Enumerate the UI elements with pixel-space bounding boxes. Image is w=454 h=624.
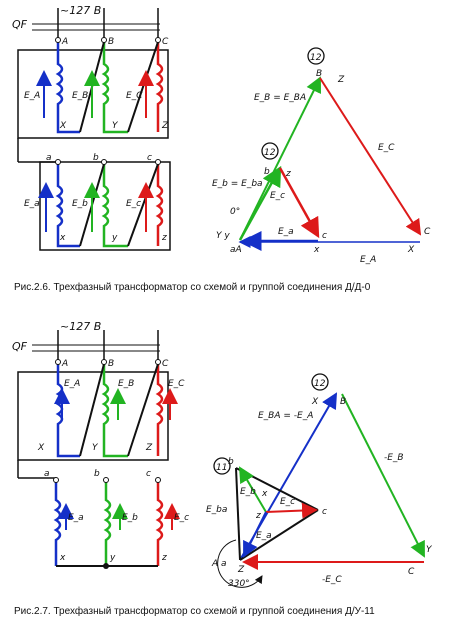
fig27-emf-a: E_a (68, 513, 84, 523)
fig26-term-b: b (93, 153, 99, 163)
fig26-pt-B: B (316, 69, 322, 79)
fig27-pt-X: X (311, 397, 319, 407)
fig26-pt-x: x (313, 245, 320, 255)
fig27-pt-Z: Z (237, 565, 245, 575)
fig27-vec-eba-lv: E_ba (206, 505, 227, 515)
fig26-coil-c (155, 42, 164, 132)
fig26-vec-eb-lv: E_b = E_ba (212, 179, 263, 189)
fig27-coil-b-lv (103, 480, 112, 566)
fig26-term-x: x (59, 233, 66, 243)
fig26-pt-Aa: aA (230, 245, 242, 255)
fig27-vec-ec-lv: E_c (280, 497, 295, 507)
fig26-coil-a-lv (55, 164, 80, 248)
fig27-term-Y: Y (92, 443, 99, 453)
fig27-emf-B: E_B (118, 379, 134, 389)
fig27-pt-x: x (261, 489, 268, 499)
fig26-term-c: c (147, 153, 152, 163)
fig26-breaker-label: QF (12, 18, 28, 31)
fig26-coil-a (55, 42, 80, 134)
fig27-coil-c (155, 364, 164, 456)
fig26-term-z: z (161, 233, 167, 243)
fig26-term-C: C (162, 37, 169, 47)
fig26-emf-B: E_B (72, 91, 88, 101)
fig27-caption: Рис.2.7. Трехфазный трансформатор со схе… (14, 605, 375, 617)
fig26-caption: Рис.2.6. Трехфазный трансформатор со схе… (14, 281, 371, 293)
fig26-emf-A: E_A (24, 91, 40, 101)
fig27-vec-eba: E_BA = -E_A (258, 411, 313, 421)
fig26-vec-ea: E_A (360, 255, 376, 265)
fig27-phasor: 12 11 330° E_BA = -E_A -E_B -E_C E_ba E_… (206, 373, 433, 589)
fig27-term-z: z (161, 553, 167, 563)
fig26-vec-ea-lv: E_a (278, 227, 294, 237)
fig26-angle: 0° (230, 207, 240, 217)
fig27-pt-c: c (322, 507, 327, 517)
fig27-pt-b: b (228, 457, 234, 467)
fig27-coil-b (101, 364, 128, 458)
fig26-pt-X: X (407, 245, 415, 255)
fig27-breaker-label: QF (12, 340, 28, 353)
fig26-term-Y: Y (112, 121, 119, 131)
fig26-term-Z: Z (161, 121, 169, 131)
fig27-term-x: x (59, 553, 66, 563)
fig27-emf-A: E_A (64, 379, 80, 389)
fig26-circuit: QF ~127 B A B C X Y Z E_A E_B E_C (12, 4, 171, 251)
fig27-angle: 330° (228, 579, 250, 589)
fig26-pt-b: b (264, 167, 270, 177)
fig27-vec-minus-eb: -E_B (384, 453, 404, 463)
fig27-term-c: c (146, 469, 151, 479)
fig26-emf-C: E_C (126, 91, 143, 101)
fig26-pt-c: c (322, 231, 327, 241)
fig27-vec-eb-lv: E_b (240, 487, 256, 497)
fig26-vec-ec-lv: E_c (270, 191, 285, 201)
fig26-pt-Yy: Y y (216, 231, 230, 241)
fig27-pt-B: B (340, 397, 346, 407)
fig27-term-b: b (94, 469, 100, 479)
fig27-term-X: X (37, 443, 45, 453)
fig26-group-12: 12 (310, 53, 322, 63)
fig26-emf-b: E_b (72, 199, 88, 209)
fig27-term-B: B (108, 359, 114, 369)
fig26-emf-c: E_c (126, 199, 141, 209)
fig26-term-B: B (108, 37, 114, 47)
fig27-term-y: y (109, 553, 116, 563)
fig26-voltage-label: ~127 B (60, 4, 101, 17)
fig27-emf-c: E_c (174, 513, 189, 523)
fig26-coil-b (101, 42, 128, 134)
fig26-group-12-lv: 12 (264, 148, 276, 158)
fig27-term-C: C (162, 359, 169, 369)
fig26-coil-b-lv (101, 164, 128, 248)
fig27-group-11: 11 (216, 463, 227, 473)
fig27-term-a: a (44, 469, 50, 479)
fig26-pt-z: z (285, 169, 291, 179)
fig26-pt-C: C (424, 227, 431, 237)
fig27-voltage-label: ~127 B (60, 320, 101, 333)
fig26-term-a: a (46, 153, 52, 163)
fig26-pt-Z: Z (337, 75, 345, 85)
fig26-vec-eb: E_B = E_BA (254, 93, 306, 103)
fig27-term-A: A (61, 359, 68, 369)
fig26-coil-c-lv (155, 164, 164, 246)
fig26-term-X: X (59, 121, 67, 131)
fig27-emf-b: E_b (122, 513, 138, 523)
fig27-vec-minus-ec: -E_C (322, 575, 342, 585)
fig27-circuit: QF ~127 B A B C X Y Z E_A E_B E_C (12, 320, 189, 569)
fig27-vec-ea-lv: E_a (256, 531, 272, 541)
fig26-term-y: y (111, 233, 118, 243)
fig27-group-12: 12 (314, 379, 326, 389)
fig27-coil-c-lv (155, 480, 164, 566)
fig27-emf-C: E_C (168, 379, 185, 389)
fig26-emf-a: E_a (24, 199, 40, 209)
fig26-term-A: A (61, 37, 68, 47)
fig27-term-Z: Z (145, 443, 153, 453)
fig27-pt-z: z (255, 511, 261, 521)
fig27-pt-C: C (408, 567, 415, 577)
fig27-pt-Y: Y (426, 545, 433, 555)
fig27-pt-Aa: A a (211, 559, 227, 569)
fig26-phasor: 12 12 E_B = E_BA E_b = E_ba E_C E_c E_a … (212, 47, 431, 265)
fig26-vec-ec: E_C (378, 143, 395, 153)
